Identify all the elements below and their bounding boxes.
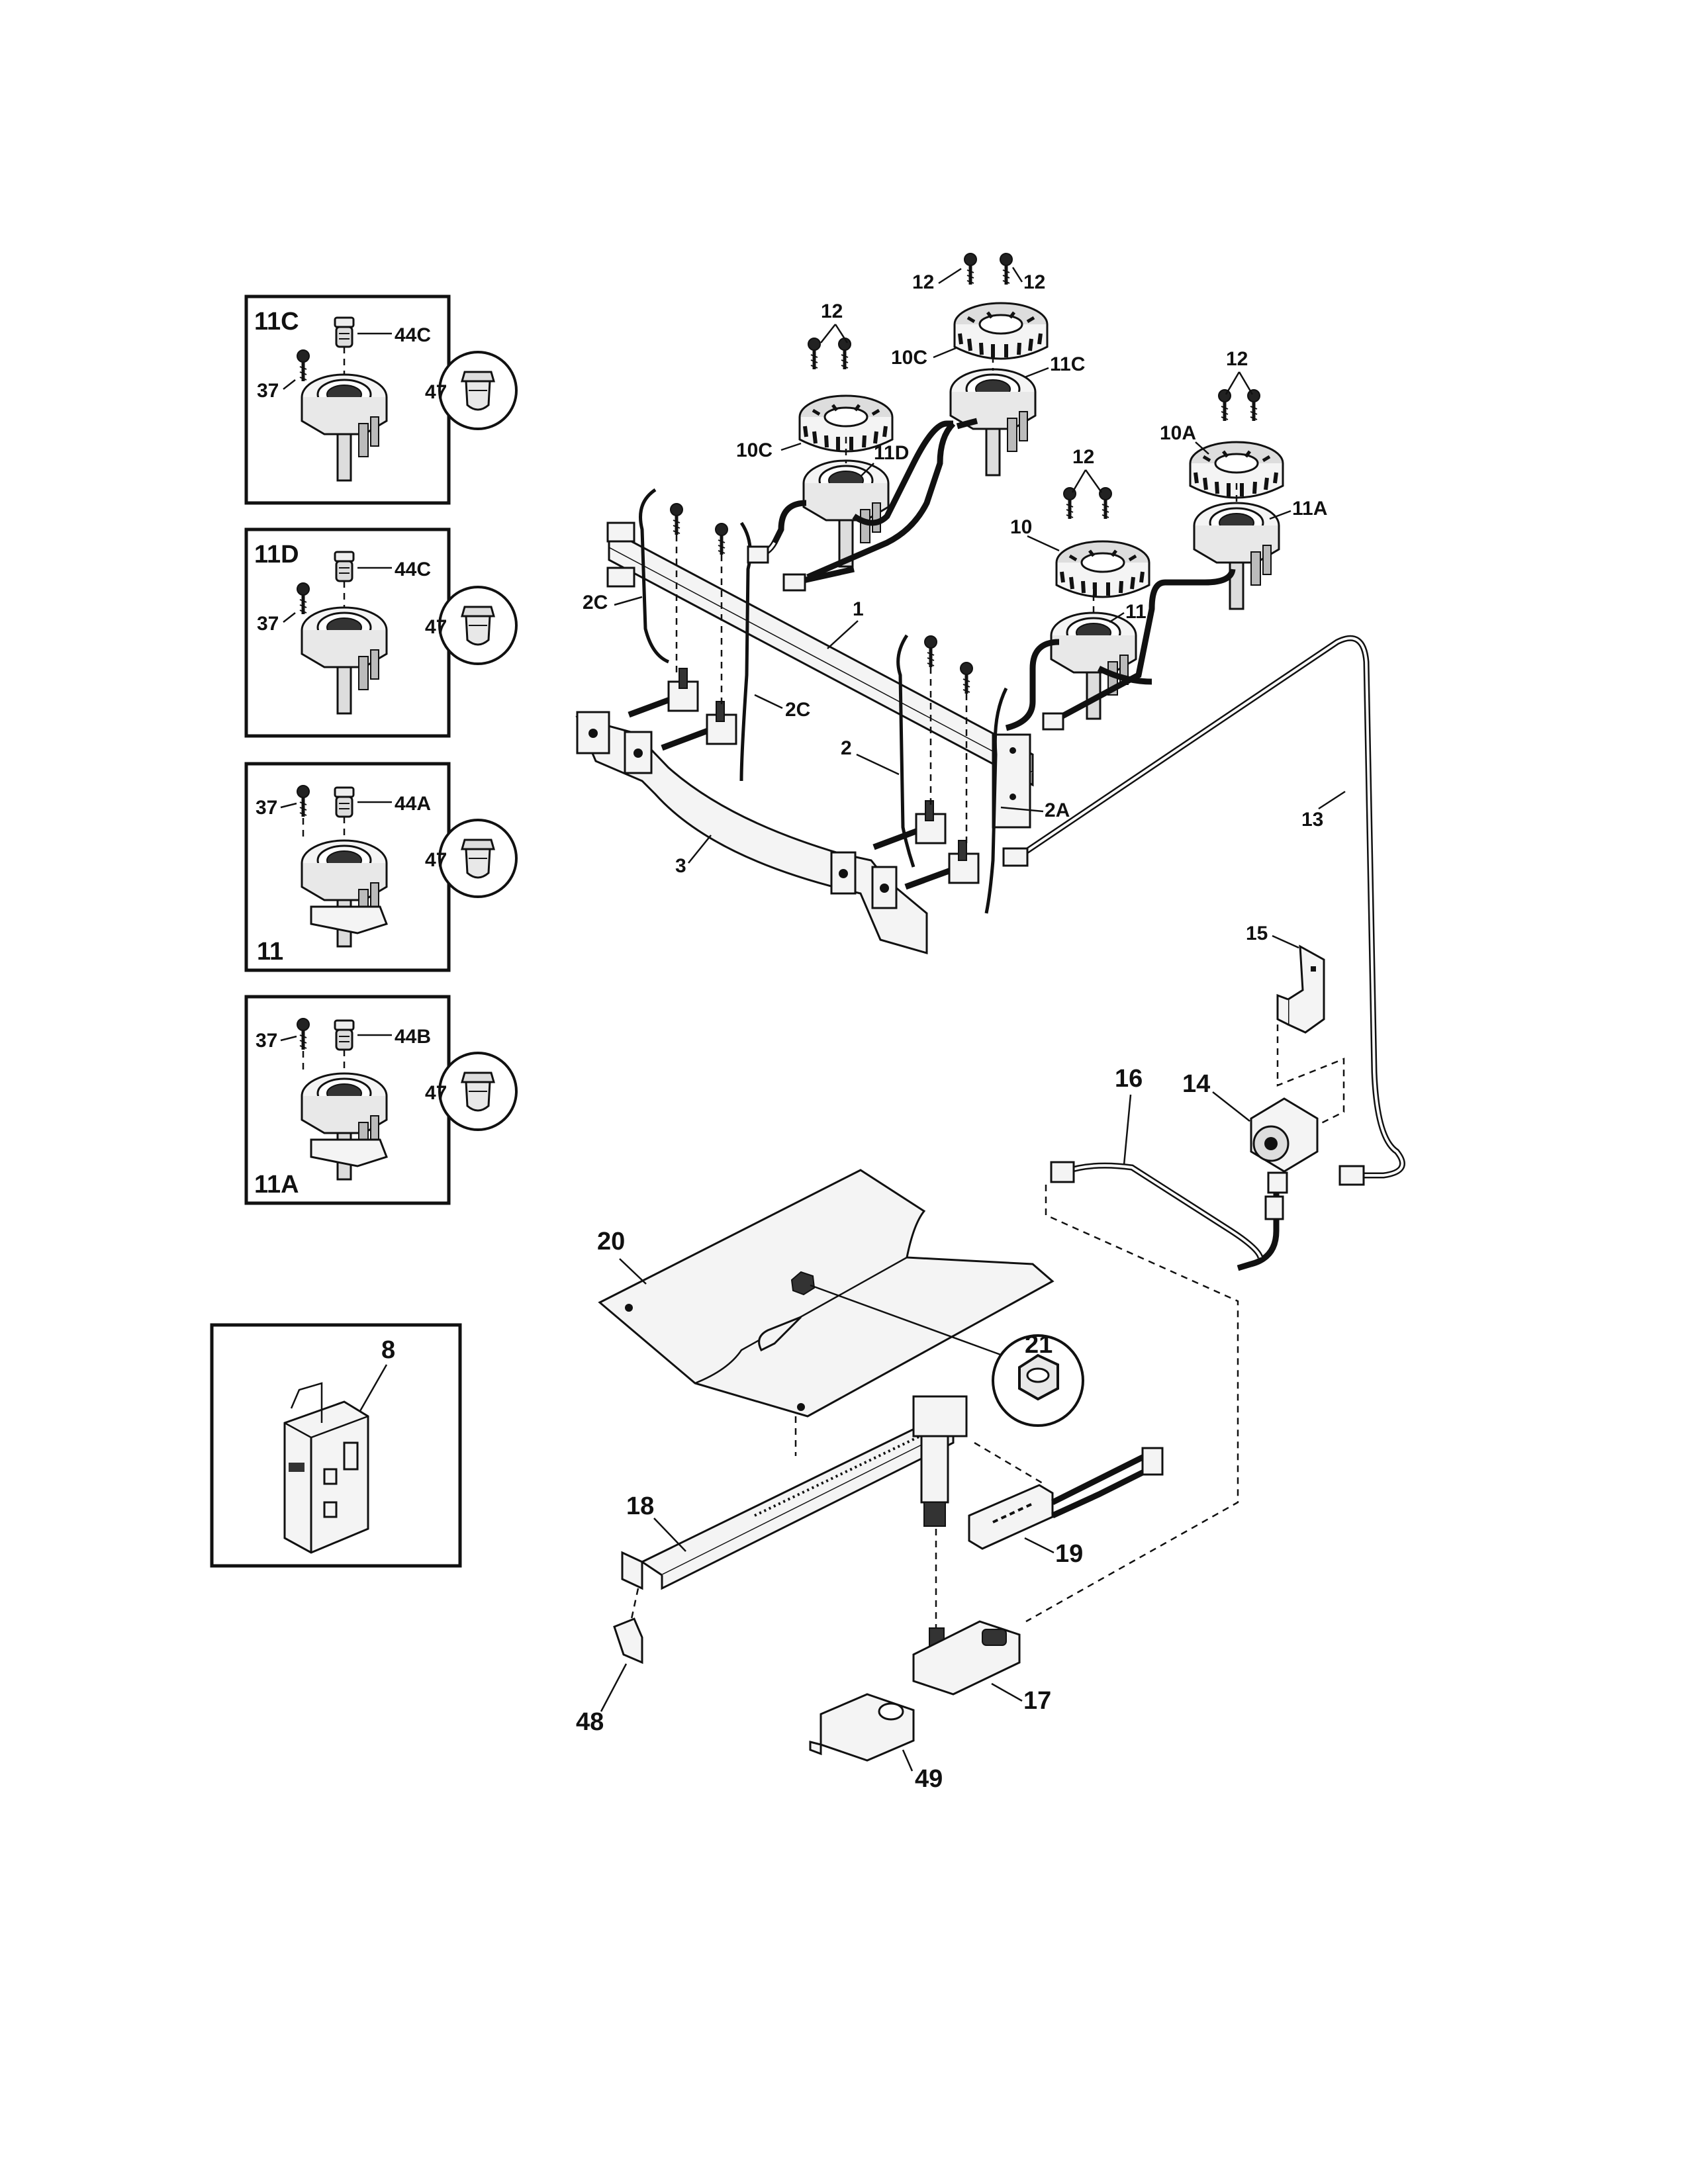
label-47: 47 — [425, 381, 447, 403]
burner-10 — [1005, 488, 1152, 731]
label-16: 16 — [1115, 1065, 1143, 1093]
inset-11-title: 11 — [257, 938, 283, 966]
label-47: 47 — [425, 849, 447, 871]
orifice-44b-icon — [334, 1019, 355, 1051]
igniter-19 — [968, 1441, 1164, 1550]
inset-11: 37 44A 47 11 — [244, 762, 518, 972]
orifice-44a-icon — [334, 786, 355, 818]
tube-16 — [1050, 1161, 1264, 1259]
label-44a: 44A — [395, 793, 431, 815]
screw-12-icon — [1248, 390, 1260, 421]
orifice-44c-icon — [334, 316, 355, 348]
label-10a: 10A — [1160, 422, 1196, 444]
nozzle-47-icon — [438, 351, 518, 430]
valve-17 — [912, 1529, 1021, 1696]
label-21: 21 — [1025, 1331, 1053, 1359]
burner-cap-icon — [955, 303, 1047, 359]
baffle-20 — [598, 1169, 1055, 1418]
label-8: 8 — [381, 1336, 395, 1364]
inset-8-spark-module: 8 — [210, 1323, 462, 1568]
nozzle-47-icon — [438, 819, 518, 898]
label-11a: 11A — [1292, 498, 1327, 520]
label-2c-left: 2C — [583, 592, 608, 614]
label-2c-right: 2C — [785, 699, 810, 721]
label-2a: 2A — [1045, 799, 1070, 821]
gas-tube-13 — [1002, 635, 1405, 1186]
bracket-15 — [1276, 944, 1325, 1034]
label-12-mid: 12 — [1072, 446, 1094, 468]
clip-48 — [613, 1588, 643, 1664]
inset-11d: 11D 44C 37 47 — [244, 527, 518, 738]
label-37: 37 — [256, 797, 277, 819]
label-47: 47 — [425, 616, 447, 638]
label-48: 48 — [576, 1708, 604, 1736]
screw-12-icon — [1219, 390, 1231, 421]
label-11d: 11D — [874, 442, 909, 464]
inset-11c: 11C 44C 37 47 — [244, 295, 518, 505]
label-10c-top: 10C — [891, 347, 927, 369]
manifold-pipe-1 — [606, 522, 1034, 829]
label-37: 37 — [257, 613, 279, 635]
nut-21 — [790, 1271, 1084, 1427]
oven-burner-18 — [621, 1316, 968, 1590]
burner-10a — [1042, 390, 1283, 731]
label-37: 37 — [256, 1030, 277, 1052]
label-10c-left: 10C — [736, 439, 773, 461]
screw-12-icon — [1000, 253, 1012, 285]
label-3: 3 — [675, 855, 686, 877]
label-10: 10 — [1010, 516, 1032, 538]
burner-valve-icon — [1193, 502, 1280, 610]
label-1: 1 — [853, 598, 864, 620]
screw-12-icon — [839, 338, 851, 369]
label-11: 11 — [1125, 601, 1147, 623]
inset-11c-title: 11C — [254, 308, 299, 336]
label-11c: 11C — [1050, 353, 1085, 375]
label-18: 18 — [626, 1492, 654, 1520]
nozzle-47-icon — [438, 586, 518, 665]
burner-10c-left — [747, 338, 953, 592]
label-17: 17 — [1023, 1687, 1051, 1715]
label-44b: 44B — [395, 1026, 431, 1048]
orifice-44c-icon — [334, 551, 355, 582]
label-12-right: 12 — [1226, 348, 1248, 370]
label-13: 13 — [1301, 809, 1323, 831]
regulator-14 — [1237, 1097, 1319, 1271]
label-12-top-b: 12 — [1023, 271, 1045, 293]
label-2: 2 — [841, 737, 852, 759]
label-14: 14 — [1182, 1070, 1210, 1098]
front-support-3 — [575, 711, 928, 954]
label-37: 37 — [257, 380, 279, 402]
label-49: 49 — [915, 1765, 943, 1793]
label-19: 19 — [1055, 1540, 1083, 1568]
screw-12-icon — [808, 338, 820, 369]
label-15: 15 — [1246, 923, 1268, 944]
inset-11a-title: 11A — [254, 1171, 299, 1199]
nozzle-47-icon — [438, 1052, 518, 1131]
inset-11a: 37 44B 47 11A — [244, 995, 518, 1205]
screw-12-icon — [1064, 488, 1076, 519]
burner-10c-top — [806, 253, 1047, 580]
screw-12-icon — [964, 253, 976, 285]
inset-11d-title: 11D — [254, 541, 299, 569]
bracket-49 — [809, 1693, 915, 1762]
label-12-left: 12 — [821, 300, 843, 322]
label-12-top-a: 12 — [912, 271, 934, 293]
label-20: 20 — [597, 1228, 625, 1255]
label-44c: 44C — [395, 324, 431, 346]
burner-valve-icon — [1050, 612, 1137, 720]
valves-2c — [628, 504, 737, 751]
valves-2-2a — [872, 636, 980, 890]
label-47: 47 — [425, 1082, 447, 1104]
burner-cap-icon — [1056, 541, 1149, 597]
label-44c: 44C — [395, 559, 431, 580]
